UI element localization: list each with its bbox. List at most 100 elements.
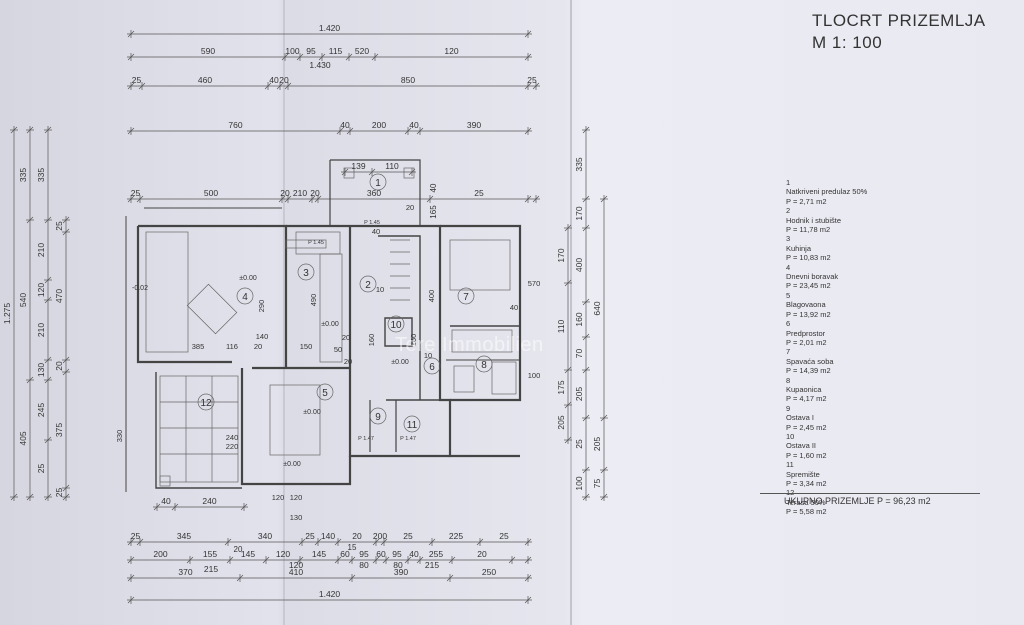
dimension-tick xyxy=(226,556,234,564)
room-number-circle xyxy=(423,357,441,375)
dimension-tick xyxy=(62,368,70,376)
dimension-label: 245 xyxy=(36,403,46,417)
dimension-label: 410 xyxy=(289,567,303,577)
wall xyxy=(286,224,520,458)
legend-total: UKUPNO PRIZEMLJE P = 96,23 m2 xyxy=(784,496,931,506)
dimension-label: 335 xyxy=(18,168,28,182)
dimension-label: 200 xyxy=(372,120,386,130)
room-number: 8 xyxy=(481,360,487,371)
dimension-label: 25 xyxy=(132,75,142,85)
dimension-tick xyxy=(428,538,436,546)
column xyxy=(159,475,171,487)
dimension-tick xyxy=(600,466,608,474)
dimension-tick xyxy=(336,127,344,135)
dimension-tick xyxy=(582,126,590,134)
dimension-label: 175 xyxy=(556,380,566,394)
dimension-label: 40 xyxy=(429,183,438,192)
dimension-label: 210 xyxy=(293,188,307,198)
inner-dimension: 50 xyxy=(334,345,342,354)
dimension-tick xyxy=(44,436,52,444)
room-number-circle xyxy=(369,407,387,425)
dimension-tick xyxy=(236,574,244,582)
legend-item-number: 5 xyxy=(786,290,791,300)
dimension-label: 110 xyxy=(556,319,566,333)
dimension-label: 60 xyxy=(340,549,350,559)
dimension-label: 520 xyxy=(355,46,369,56)
spot-level: ±0.00 xyxy=(303,409,321,416)
dimension-tick xyxy=(262,556,270,564)
wardrobe xyxy=(451,329,513,353)
dimension-tick xyxy=(582,466,590,474)
dimension-label: 400 xyxy=(574,258,584,272)
legend-item-area: P = 1,60 m2 xyxy=(786,450,827,460)
inner-dimension: 120 xyxy=(272,493,285,502)
legend-item-name: Dnevni boravak xyxy=(786,272,839,282)
dimension-tick xyxy=(10,493,18,501)
room-number: 9 xyxy=(375,412,381,423)
dimension-tick xyxy=(264,82,272,90)
legend-item-number: 12 xyxy=(786,488,795,498)
dimension-tick xyxy=(380,538,388,546)
dimension-tick xyxy=(582,414,590,422)
dimension-tick xyxy=(404,127,412,135)
legend-item-area: P = 5,58 m2 xyxy=(786,507,827,517)
legend-item-area: P = 2,01 m2 xyxy=(786,337,827,347)
dimension-label: 80 xyxy=(359,560,369,570)
dimension-tick xyxy=(186,556,194,564)
legend-item-name: Natkriveni predulaz 50% xyxy=(786,187,868,197)
dimension-tick xyxy=(62,356,70,364)
dimension-tick xyxy=(416,556,424,564)
dimension-tick xyxy=(564,224,572,232)
dimension-tick xyxy=(345,53,353,61)
dimension-label: 20 xyxy=(54,361,64,371)
dimension-label: 210 xyxy=(36,243,46,257)
dimension-label: 25 xyxy=(54,488,64,498)
dimension-tick xyxy=(426,195,434,203)
dimension-tick xyxy=(416,127,424,135)
dimension-label: 40 xyxy=(161,496,171,506)
door-label: P 1.47 xyxy=(400,436,416,442)
dimension-label: 20 xyxy=(477,549,487,559)
door-label: P 1.45 xyxy=(364,220,380,226)
inner-dimension: 160 xyxy=(409,334,418,347)
dimension-label: 40 xyxy=(409,549,419,559)
legend-item-number: 3 xyxy=(786,234,791,244)
toilet xyxy=(453,365,475,393)
dimension-label: 215 xyxy=(204,564,218,574)
dimension-tick xyxy=(582,195,590,203)
dimension-tick xyxy=(296,53,304,61)
legend-item-number: 7 xyxy=(786,347,791,357)
dimension-tick xyxy=(600,414,608,422)
dimension-tick xyxy=(524,82,532,90)
dimension-label: 335 xyxy=(574,157,584,171)
inner-dimension: 160 xyxy=(367,334,376,347)
dimension-tick xyxy=(564,401,572,409)
legend-item-name: Terasa 50% xyxy=(786,497,826,507)
dimension-label: 215 xyxy=(425,560,439,570)
dimension-tick xyxy=(62,493,70,501)
room-number: 3 xyxy=(303,268,309,279)
legend-item-name: Predprostor xyxy=(786,328,826,338)
inner-dimension: 10 xyxy=(376,285,384,294)
dimension-tick xyxy=(127,556,135,564)
dimension-tick xyxy=(582,333,590,341)
dimension-tick xyxy=(136,195,144,203)
inner-dimension: 100 xyxy=(528,371,541,380)
legend-item-number: 6 xyxy=(786,319,791,329)
dimension-label: 760 xyxy=(228,120,242,130)
inner-dimension: 140 xyxy=(256,332,269,341)
dimension-tick xyxy=(26,493,34,501)
room-number-circle xyxy=(316,383,334,401)
dimension-tick xyxy=(136,538,144,546)
room-number: 12 xyxy=(200,398,212,409)
dimension-label: 40 xyxy=(409,120,419,130)
dimension-label: 405 xyxy=(18,431,28,445)
room-number: 1 xyxy=(375,178,381,189)
dimension-tick xyxy=(508,556,516,564)
